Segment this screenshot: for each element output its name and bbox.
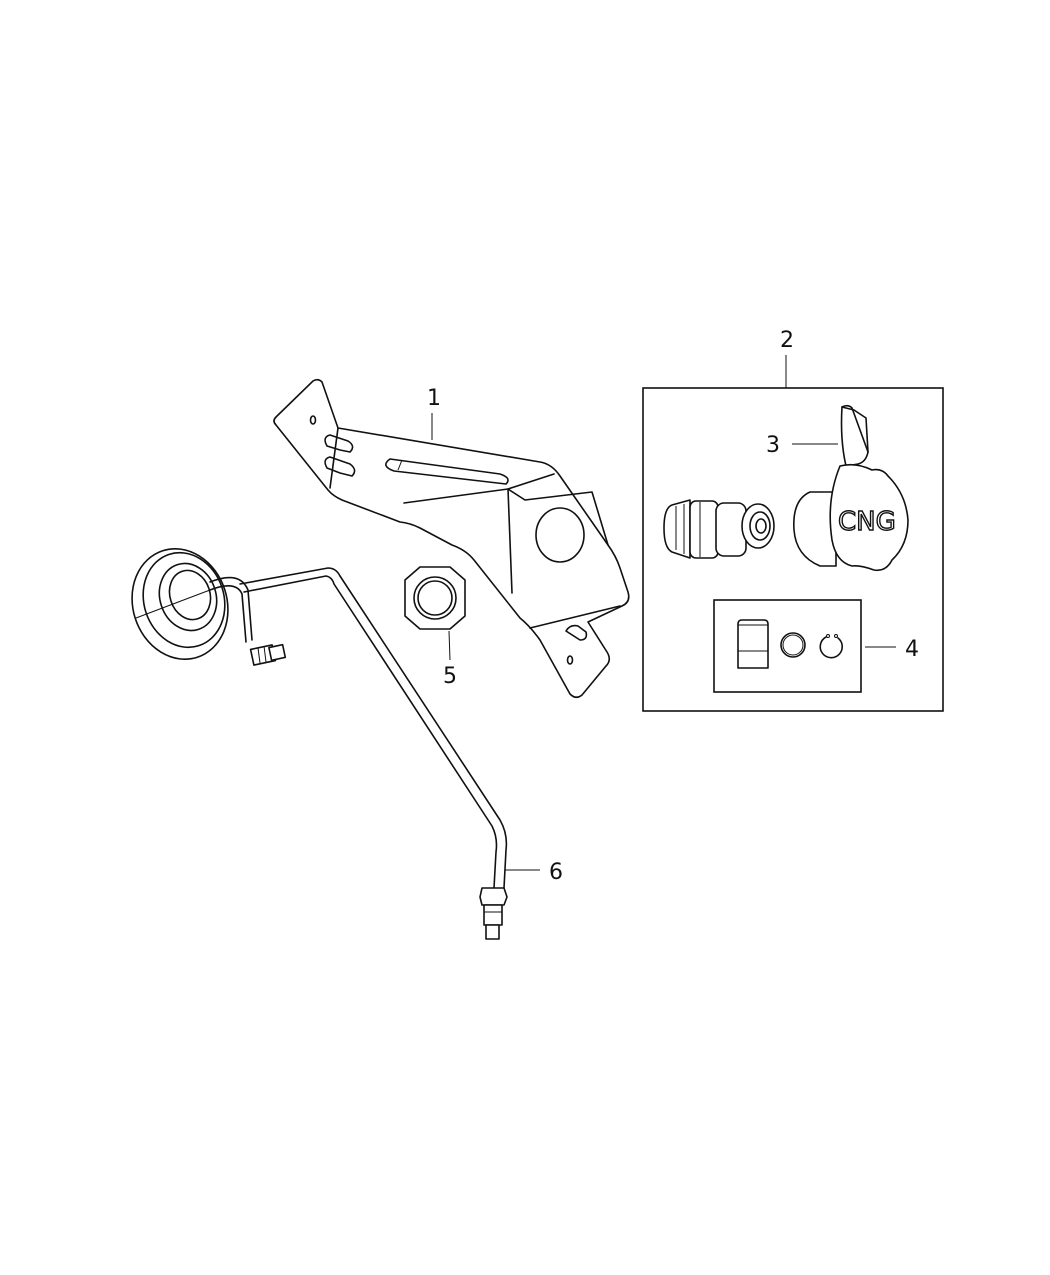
callout-2: 2 [780, 328, 794, 353]
fuel-receptacle-part[interactable] [663, 499, 775, 559]
dust-cap-part[interactable]: CNG [793, 404, 909, 572]
bracket-part[interactable] [273, 378, 630, 699]
kit-frame [713, 599, 862, 693]
cap-label: CNG [838, 507, 896, 537]
callout-1: 1 [427, 386, 441, 411]
assembly-frame [642, 387, 944, 712]
tube-fitting-lower [479, 887, 508, 940]
fuel-line-part[interactable] [118, 536, 508, 940]
callout-6: 6 [549, 860, 563, 885]
tube-fitting-upper [249, 643, 287, 666]
nut-part[interactable] [404, 566, 466, 630]
callout-5: 5 [443, 664, 457, 689]
service-kit-part[interactable] [737, 619, 844, 669]
callout-3: 3 [766, 433, 780, 458]
callout-4: 4 [905, 637, 919, 662]
leader-line-5 [448, 630, 451, 661]
